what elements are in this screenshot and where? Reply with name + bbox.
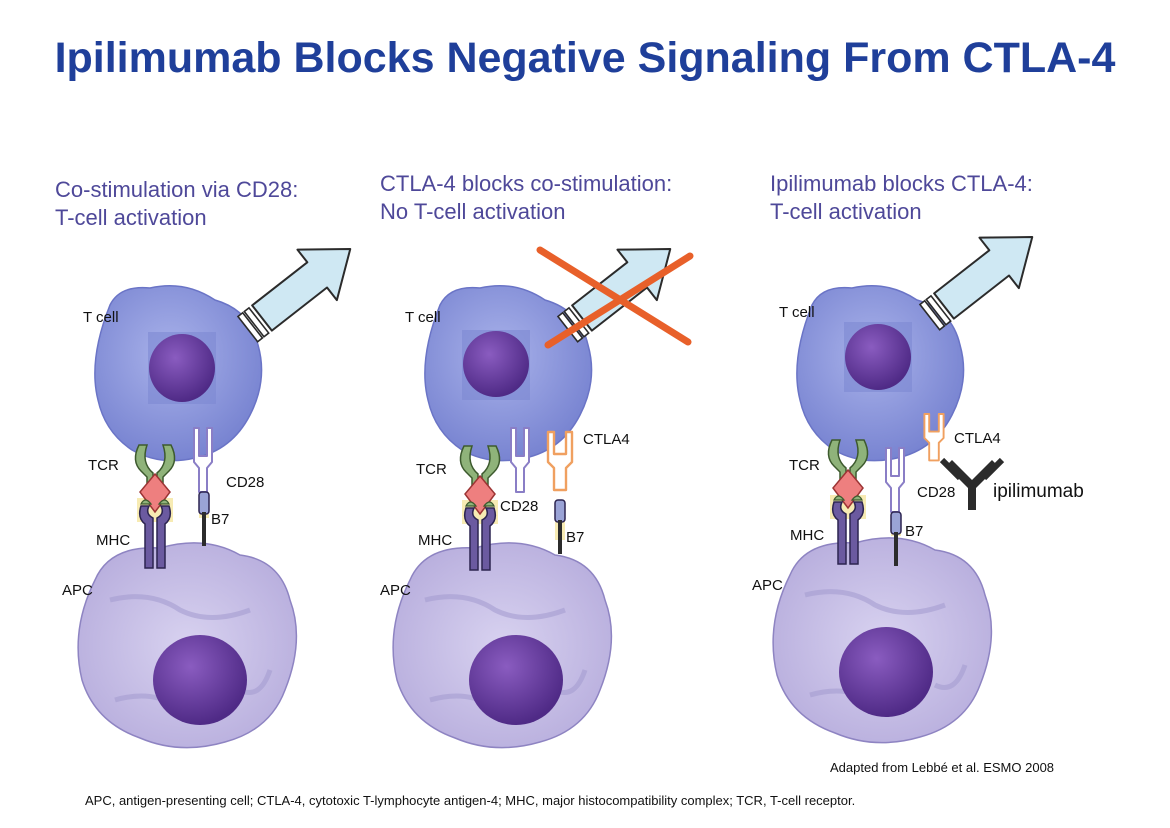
panel-1: T cell TCR CD28 B7 MHC APC [62,222,371,749]
panel-1-apc-nucleus [153,635,247,725]
panel-1-antigen [139,472,171,514]
panel-3-apc-label: APC [752,577,783,594]
panel-3-b7-label: B7 [905,523,923,540]
panel-2-cd28-label: CD28 [500,498,538,515]
panel-2-t-cell-label: T cell [405,309,441,326]
panel-3-t-cell-nucleus [845,324,911,390]
panel-1-cd28-label: CD28 [226,474,264,491]
panel-3-mhc-label: MHC [790,527,824,544]
panel-3-ipilimumab-label: ipilimumab [993,481,1084,502]
panel-2-tcr-label: TCR [416,461,447,478]
panel-1-t-cell-nucleus [149,334,215,402]
panel-2-b7-label: B7 [566,529,584,546]
panel-2-mhc-label: MHC [418,532,452,549]
panel-2-blocked-x-icon [536,246,694,349]
panel-1-mhc-label: MHC [96,532,130,549]
panel-3-antigen [832,468,864,510]
source-citation: Adapted from Lebbé et al. ESMO 2008 [830,760,1055,775]
panel-2-heading: CTLA-4 blocks co-stimulation: No T-cell … [380,170,672,226]
panel-1-b7 [198,491,210,547]
panel-1-heading-line1: Co-stimulation via CD28: [55,177,299,202]
panel-1-b7-label: B7 [211,511,229,528]
panel-2-heading-line2: No T-cell activation [380,199,566,224]
panel-2-antigen [464,474,496,516]
slide-title: Ipilimumab Blocks Negative Signaling Fro… [54,34,1116,82]
panel-3-t-cell-label: T cell [779,304,815,321]
panel-3-cd28-label: CD28 [917,484,955,501]
panel-1-tcr-label: TCR [88,457,119,474]
panel-2-apc-label: APC [380,582,411,599]
abbreviations-footnote: APC, antigen-presenting cell; CTLA-4, cy… [85,793,856,808]
panel-2-t-cell-nucleus [463,331,529,397]
panel-1-heading-line2: T-cell activation [55,205,207,230]
panel-1-t-cell-label: T cell [83,309,119,326]
panel-3-ctla4-label: CTLA4 [954,430,1001,447]
panel-3: T cell CTLA4 TCR CD28 ipilimumab B7 MHC … [752,210,1084,744]
panel-3-tcr-label: TCR [789,457,820,474]
panel-3-heading: Ipilimumab blocks CTLA-4: T-cell activat… [770,170,1033,226]
panel-3-apc-nucleus [839,627,933,717]
panel-3-heading-line1: Ipilimumab blocks CTLA-4: [770,171,1033,196]
panel-1-apc-label: APC [62,582,93,599]
panel-2-apc-nucleus [469,635,563,725]
panel-3-heading-line2: T-cell activation [770,199,922,224]
panel-2: T cell CTLA4 TCR CD28 B7 MHC APC [380,222,694,749]
panel-2-ctla4-label: CTLA4 [583,431,630,448]
panel-2-heading-line1: CTLA-4 blocks co-stimulation: [380,171,673,196]
panel-1-heading: Co-stimulation via CD28: T-cell activati… [55,176,298,232]
